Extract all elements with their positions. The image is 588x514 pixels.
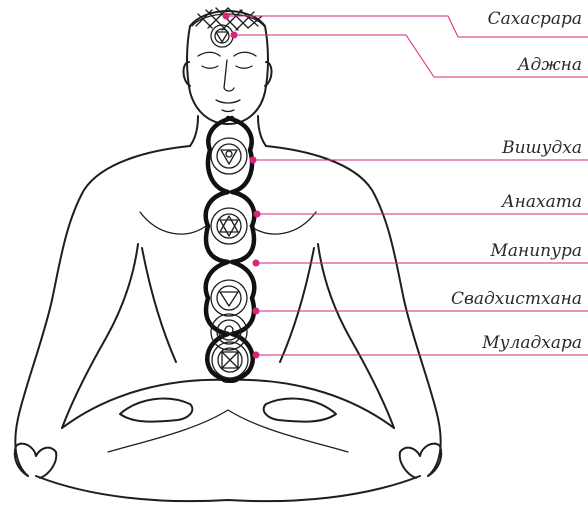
right-torso-side bbox=[318, 244, 394, 428]
leg-cross-line bbox=[108, 410, 348, 452]
crossed-legs-top bbox=[62, 380, 394, 428]
right-foot-heel bbox=[264, 399, 336, 422]
right-eye bbox=[236, 66, 252, 68]
label-svadhisthana: Свадхистхана bbox=[451, 289, 582, 309]
legs-bottom bbox=[36, 476, 420, 501]
leader-ajna: Аджна bbox=[231, 32, 588, 78]
mouth bbox=[216, 100, 240, 103]
head-outline bbox=[187, 11, 268, 124]
meditating-figure bbox=[15, 8, 442, 501]
left-foot-heel bbox=[120, 399, 192, 422]
neck-right bbox=[258, 116, 266, 146]
leader-sahasrara: Сахасрара bbox=[223, 9, 588, 37]
label-ajna: Аджна bbox=[517, 55, 582, 75]
anahata-symbol bbox=[211, 208, 247, 244]
left-waist bbox=[142, 248, 176, 362]
neck-left bbox=[190, 116, 198, 146]
left-eye bbox=[202, 66, 218, 68]
label-manipura: Манипура bbox=[489, 241, 582, 261]
label-vishuddha: Вишудха bbox=[501, 138, 582, 158]
label-sahasrara: Сахасрара bbox=[488, 9, 582, 29]
vishuddha-symbol bbox=[211, 138, 247, 174]
leader-muladhara: Муладхара bbox=[253, 333, 588, 359]
right-eyebrow bbox=[234, 52, 256, 56]
muladhara-symbol bbox=[212, 342, 248, 378]
manipura-symbol bbox=[211, 280, 247, 316]
chakra-symbols bbox=[211, 25, 248, 378]
nose bbox=[224, 60, 234, 91]
left-pectoral bbox=[140, 212, 206, 234]
left-hand bbox=[15, 444, 57, 478]
left-eyebrow bbox=[198, 52, 220, 56]
leader-anahata: Анахата bbox=[254, 192, 588, 218]
left-torso-side bbox=[62, 244, 138, 428]
leader-manipura: Манипура bbox=[253, 241, 588, 267]
right-waist bbox=[280, 248, 314, 362]
label-muladhara: Муладхара bbox=[481, 333, 582, 353]
left-shoulder-arm bbox=[15, 146, 190, 476]
ajna-symbol bbox=[211, 25, 233, 47]
right-hand bbox=[400, 444, 442, 478]
label-anahata: Анахата bbox=[501, 192, 582, 212]
chin-line bbox=[222, 110, 234, 112]
